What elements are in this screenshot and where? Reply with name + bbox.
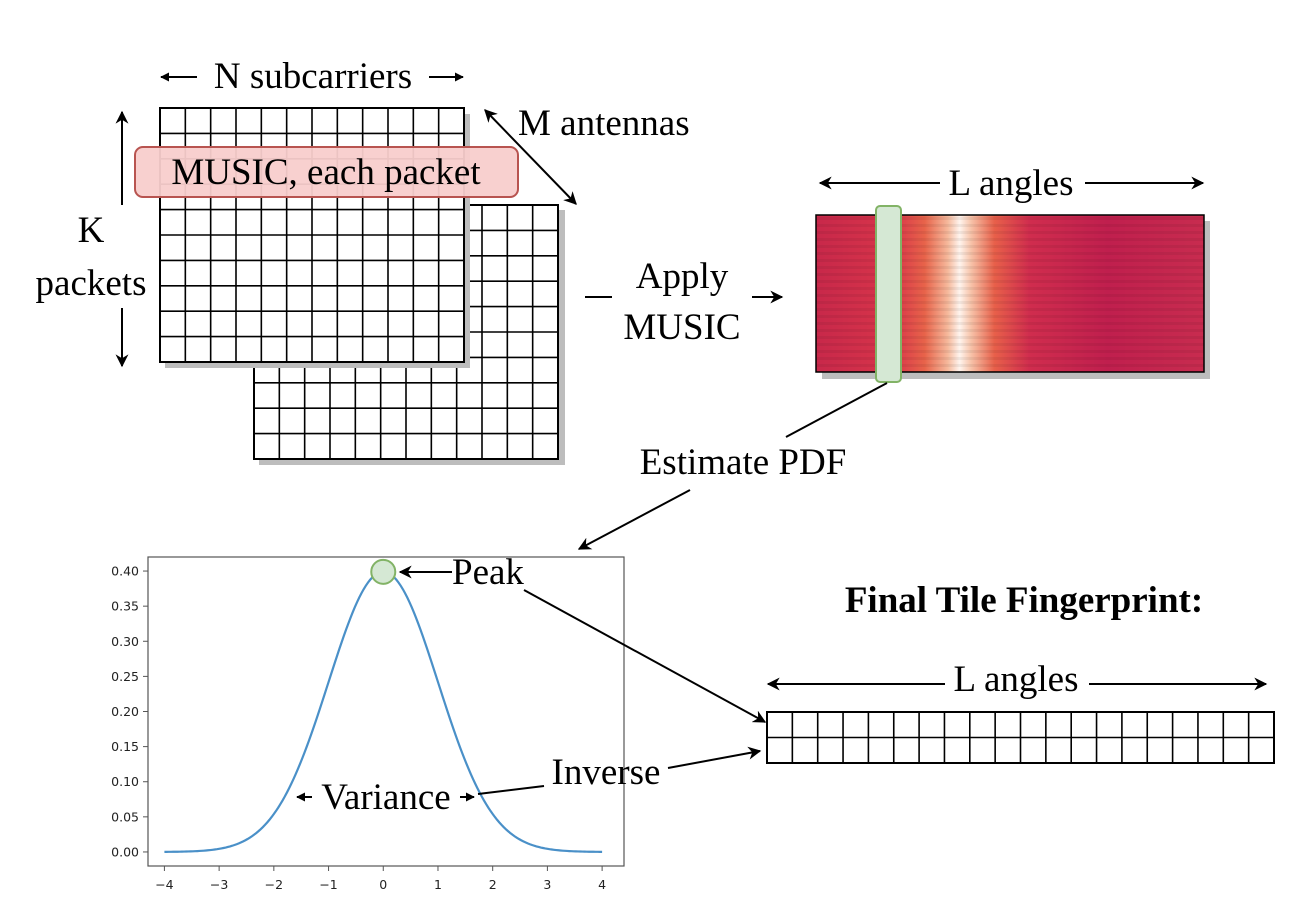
y-tick-label: 0.15 [111,739,139,754]
packets-label: packets [36,263,147,304]
n-subcarriers-dimension: N subcarriers [160,56,464,97]
peak-label: Peak [452,552,524,593]
chart-plot-area [147,556,625,867]
k-label: K [78,210,105,251]
final-fingerprint-title: Final Tile Fingerprint: [845,580,1203,621]
y-tick-label: 0.35 [111,599,139,614]
y-tick-label: 0.20 [111,704,139,719]
y-tick-label: 0.00 [111,844,139,859]
m-antennas-label: M antennas [518,103,690,144]
x-tick-label: −1 [319,877,337,892]
apply-label: Apply [636,256,729,297]
peak-to-fingerprint-arrow [523,589,767,723]
y-tick-label: 0.10 [111,774,139,789]
music-label: MUSIC [623,307,740,348]
music-each-packet-box: MUSIC, each packet [134,146,519,198]
estimate-pdf-step: Estimate PDF [577,382,888,550]
inverse-annotation: Inverse [477,746,762,795]
variance-annotation: Variance [296,777,475,818]
apply-music-step: Apply MUSIC [585,256,784,348]
x-axis: −4 −3 −2 −1 0 1 2 3 4 [155,866,606,892]
k-packets-dimension: K packets [36,110,147,368]
fingerprint-grid [766,711,1275,764]
y-tick-label: 0.40 [111,564,139,579]
y-tick-label: 0.05 [111,809,139,824]
y-tick-label: 0.30 [111,634,139,649]
y-axis: 0.00 0.05 0.10 0.15 0.20 0.25 0.30 0.35 0.40 [111,564,148,859]
y-tick-label: 0.25 [111,669,139,684]
l-angles-top-dimension: L angles [818,163,1205,204]
x-tick-label: 1 [434,877,442,892]
variance-label: Variance [321,777,450,818]
x-tick-label: 4 [598,877,606,892]
n-subcarriers-label: N subcarriers [214,56,412,97]
m-antennas-dimension: M antennas [484,103,690,205]
l-angles-bottom-label: L angles [953,659,1078,700]
inverse-label: Inverse [552,752,661,793]
x-tick-label: −4 [155,877,173,892]
x-tick-label: 2 [489,877,497,892]
l-angles-bottom-dimension: L angles [766,659,1268,700]
x-tick-label: 0 [379,877,387,892]
peak-annotation: Peak [398,552,524,593]
x-tick-label: −3 [210,877,228,892]
x-tick-label: −2 [265,877,283,892]
estimate-pdf-label: Estimate PDF [640,442,847,483]
music-each-packet-label: MUSIC, each packet [171,152,481,193]
l-angles-top-label: L angles [948,163,1073,204]
x-tick-label: 3 [543,877,551,892]
pdf-chart: 0.000.050.100.150.200.250.300.350.40 −4−… [111,556,625,892]
angle-column-selector [875,205,902,383]
peak-marker [370,558,397,585]
